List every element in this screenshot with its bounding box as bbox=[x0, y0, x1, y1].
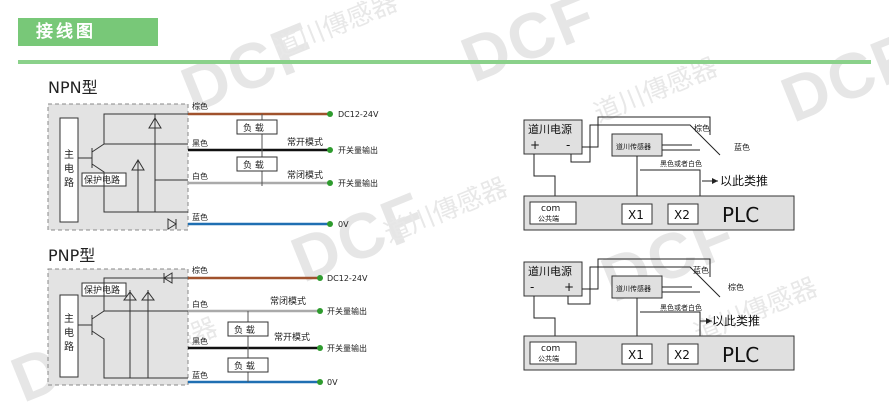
plc-bottom-brown-label: 棕色 bbox=[728, 282, 744, 292]
pnp-no-mode-label: 常开模式 bbox=[274, 331, 310, 343]
wiring-diagram: NPN型 主电路 保护电路 负 载 负 载 棕色 黑色 白色 蓝色 常开模式 常… bbox=[47, 78, 795, 387]
pnp-title: PNP型 bbox=[48, 246, 95, 265]
plc-top-power-label: 道川电源 bbox=[528, 122, 572, 136]
npn-supply-label: DC12-24V bbox=[338, 110, 379, 119]
npn-load-2 bbox=[236, 156, 278, 172]
plc-top-plus: + bbox=[530, 138, 540, 152]
pnp-output-1-label: 开关量输出 bbox=[327, 306, 367, 316]
npn-white-label: 白色 bbox=[192, 171, 208, 181]
npn-main-circuit-block bbox=[59, 117, 79, 223]
plc-bottom-plus: + bbox=[564, 280, 574, 294]
plc-top-power bbox=[523, 119, 583, 155]
plc-top-x1 bbox=[621, 203, 653, 225]
npn-no-mode-label: 常开模式 bbox=[287, 136, 323, 148]
npn-zero-label: 0V bbox=[338, 220, 349, 229]
npn-title: NPN型 bbox=[48, 78, 98, 97]
npn-load-1 bbox=[236, 119, 278, 135]
npn-black-label: 黑色 bbox=[192, 138, 208, 148]
pnp-main-circuit-label: 主电路 bbox=[64, 313, 74, 353]
plc-bottom-etc-label: 以此类推 bbox=[712, 314, 760, 328]
pnp-load-2 bbox=[227, 357, 269, 373]
pnp-load-1 bbox=[227, 321, 269, 337]
pnp-brown-label: 棕色 bbox=[192, 265, 208, 275]
plc-top-x2-label: X2 bbox=[674, 208, 690, 222]
npn-blue-label: 蓝色 bbox=[192, 212, 208, 222]
plc-bottom-x2-label: X2 bbox=[674, 348, 690, 362]
plc-bottom-black-white-label: 黑色或者白色 bbox=[660, 303, 702, 312]
pnp-blue-label: 蓝色 bbox=[192, 370, 208, 380]
plc-bottom-x1-label: X1 bbox=[628, 348, 644, 362]
npn-main-circuit-label: 主电路 bbox=[64, 149, 74, 189]
plc-top-blue-label: 蓝色 bbox=[734, 142, 750, 152]
pnp-load-1-label: 负 载 bbox=[234, 324, 255, 336]
plc-top-sensor-label: 道川传感器 bbox=[616, 142, 651, 151]
plc-top-x2 bbox=[667, 203, 699, 225]
pnp-protect-label: 保护电路 bbox=[84, 284, 120, 296]
plc-top-minus: - bbox=[566, 138, 570, 152]
section-header: 接线图 bbox=[18, 18, 158, 46]
plc-bottom-sensor-label: 道川传感器 bbox=[616, 284, 651, 293]
plc-top-common-label: 公共端 bbox=[538, 214, 559, 223]
plc-top-plc-label: PLC bbox=[722, 203, 759, 227]
npn-nc-mode-label: 常闭模式 bbox=[287, 169, 323, 181]
pnp-nc-mode-label: 常闭模式 bbox=[270, 295, 306, 307]
plc-bottom-power bbox=[523, 261, 583, 297]
pnp-load-2-label: 负 载 bbox=[234, 360, 255, 372]
pnp-white-label: 白色 bbox=[192, 299, 208, 309]
npn-output-2-label: 开关量输出 bbox=[338, 178, 378, 188]
plc-bottom-common-label: 公共端 bbox=[538, 354, 559, 363]
plc-top-x1-label: X1 bbox=[628, 208, 644, 222]
pnp-black-label: 黑色 bbox=[192, 336, 208, 346]
npn-load-2-label: 负 载 bbox=[243, 159, 264, 171]
plc-bottom-x1 bbox=[621, 343, 653, 365]
plc-bottom-com-label: com bbox=[541, 344, 560, 354]
npn-brown-label: 棕色 bbox=[192, 101, 208, 111]
pnp-zero-label: 0V bbox=[327, 378, 338, 387]
plc-top-com-label: com bbox=[541, 204, 560, 214]
header-divider bbox=[18, 60, 871, 64]
plc-bottom-blue-label: 蓝色 bbox=[693, 265, 709, 275]
npn-protect-label: 保护电路 bbox=[84, 174, 120, 186]
npn-load-1-label: 负 载 bbox=[243, 122, 264, 134]
pnp-supply-label: DC12-24V bbox=[327, 274, 368, 283]
plc-top-brown-label: 棕色 bbox=[694, 123, 710, 133]
pnp-output-2-label: 开关量输出 bbox=[327, 343, 367, 353]
plc-bottom-minus: - bbox=[530, 280, 534, 294]
plc-bottom-power-label: 道川电源 bbox=[528, 264, 572, 278]
plc-bottom-x2 bbox=[667, 343, 699, 365]
plc-bottom-plc-label: PLC bbox=[722, 343, 759, 367]
npn-output-1-label: 开关量输出 bbox=[338, 145, 378, 155]
plc-top-black-white-label: 黑色或者白色 bbox=[660, 159, 702, 168]
plc-bottom-com bbox=[529, 341, 577, 365]
pnp-main-circuit-block bbox=[59, 294, 79, 378]
plc-top-etc-label: 以此类推 bbox=[720, 174, 768, 188]
plc-top-com bbox=[529, 201, 577, 225]
